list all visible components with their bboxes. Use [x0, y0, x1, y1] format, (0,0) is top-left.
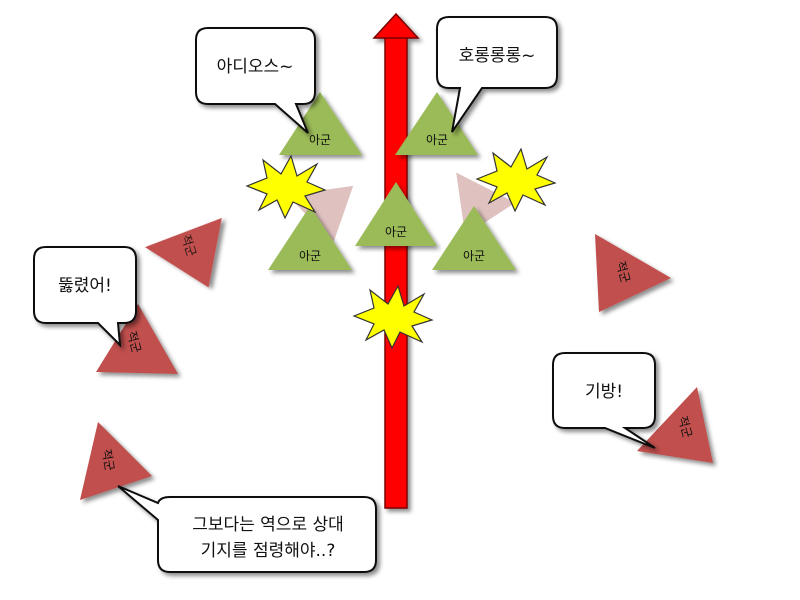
- ally-triangle-2: 아군: [395, 92, 478, 155]
- bubble-text: 아디오스~: [217, 57, 294, 77]
- enemy-label: 적군: [179, 233, 199, 258]
- bubble-text: 호롱롱롱~: [459, 46, 536, 66]
- speech-bubble-ttulryeoseo: [33, 246, 137, 348]
- speech-bubble-strategy: [117, 485, 377, 573]
- explosion-burst-icon: [245, 154, 327, 220]
- speech-bubble-adios: [195, 27, 316, 134]
- ally-triangle-3: 아군: [355, 182, 437, 246]
- ally-label: 아군: [426, 133, 448, 147]
- bubble-text-line1: 그보다는 역으로 상대: [192, 515, 344, 535]
- enemy-label: 적군: [613, 260, 632, 285]
- ally-triangle-1: 아군: [279, 92, 362, 155]
- speech-bubble-horororo: [436, 16, 558, 133]
- ally-triangle-4: 아군: [268, 206, 352, 270]
- up-arrow-icon: [372, 12, 420, 509]
- ally-triangle-5: 아군: [432, 206, 516, 270]
- enemy-triangle-3: 적군: [595, 234, 671, 312]
- enemy-label: 적군: [99, 448, 117, 472]
- ally-label: 아군: [463, 249, 485, 263]
- explosion-burst-icon: [475, 147, 557, 213]
- enemy-label: 적군: [124, 330, 143, 355]
- enemy-triangle-5: 적군: [80, 422, 152, 500]
- enemy-triangle-4: 적군: [637, 387, 713, 463]
- enemy-triangle-1: 적군: [145, 218, 222, 288]
- bubble-text: 기방!: [585, 382, 623, 402]
- explosion-burst-icon: [352, 284, 434, 350]
- bubble-text-line2: 기지를 점령해야..?: [201, 541, 336, 561]
- ally-label: 아군: [385, 225, 407, 239]
- ally-label: 아군: [299, 249, 321, 263]
- enemy-triangle-2: 적군: [96, 304, 178, 374]
- bubble-text: 뚫렸어!: [58, 276, 112, 296]
- ally-label: 아군: [309, 133, 331, 147]
- enemy-label: 적군: [675, 415, 694, 440]
- speech-bubble-gibang: [552, 352, 656, 449]
